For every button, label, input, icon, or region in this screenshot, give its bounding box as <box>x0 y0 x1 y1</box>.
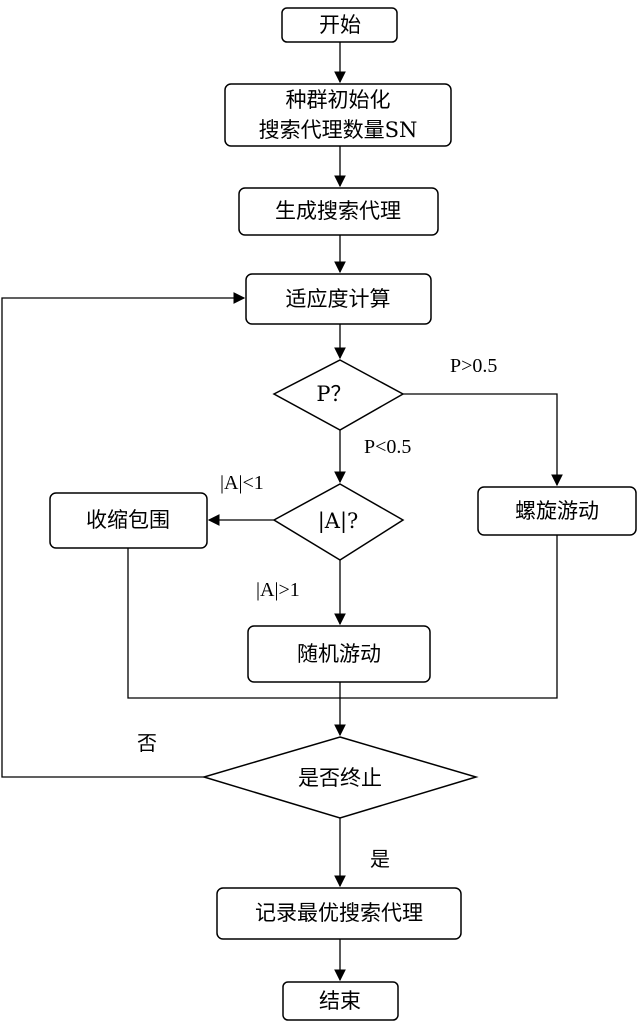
fitness-box <box>245 273 432 325</box>
terminate-diamond <box>201 736 479 819</box>
shrink-box <box>49 492 208 549</box>
record-best-box <box>216 887 462 940</box>
start-label: 开始 <box>319 13 361 37</box>
decision-a-label: |A|? <box>318 509 359 534</box>
start-box <box>281 7 398 43</box>
end-label: 结束 <box>319 989 361 1013</box>
fitness-label: 适应度计算 <box>286 287 391 311</box>
terminate-label: 是否终止 <box>298 766 382 790</box>
spiral-label: 螺旋游动 <box>515 499 599 523</box>
decision-p-diamond <box>272 359 405 431</box>
edge-shrink-merge <box>127 535 558 699</box>
label-p-less: P<0.5 <box>364 436 411 458</box>
generate-label: 生成搜索代理 <box>275 199 401 223</box>
decision-a-diamond <box>272 483 405 561</box>
random-swim-box <box>247 625 431 683</box>
label-no: 否 <box>137 733 157 755</box>
label-yes: 是 <box>370 849 390 871</box>
init-label-line2: 搜索代理数量SN <box>259 118 418 142</box>
spiral-box <box>477 486 637 536</box>
init-box <box>224 83 452 147</box>
record-best-label: 记录最优搜索代理 <box>255 901 423 925</box>
label-a-greater: |A|>1 <box>256 579 300 601</box>
random-swim-label: 随机游动 <box>297 642 381 666</box>
label-p-greater: P>0.5 <box>450 355 497 377</box>
decision-p-label: P？ <box>316 382 351 406</box>
generate-box <box>238 187 439 236</box>
end-box <box>282 981 399 1021</box>
label-a-less: |A|<1 <box>220 472 264 494</box>
edge-no-loop <box>1 292 246 778</box>
edge-p-spiral <box>403 393 563 487</box>
shrink-label: 收缩包围 <box>86 508 170 532</box>
init-label-line1: 种群初始化 <box>286 88 391 112</box>
